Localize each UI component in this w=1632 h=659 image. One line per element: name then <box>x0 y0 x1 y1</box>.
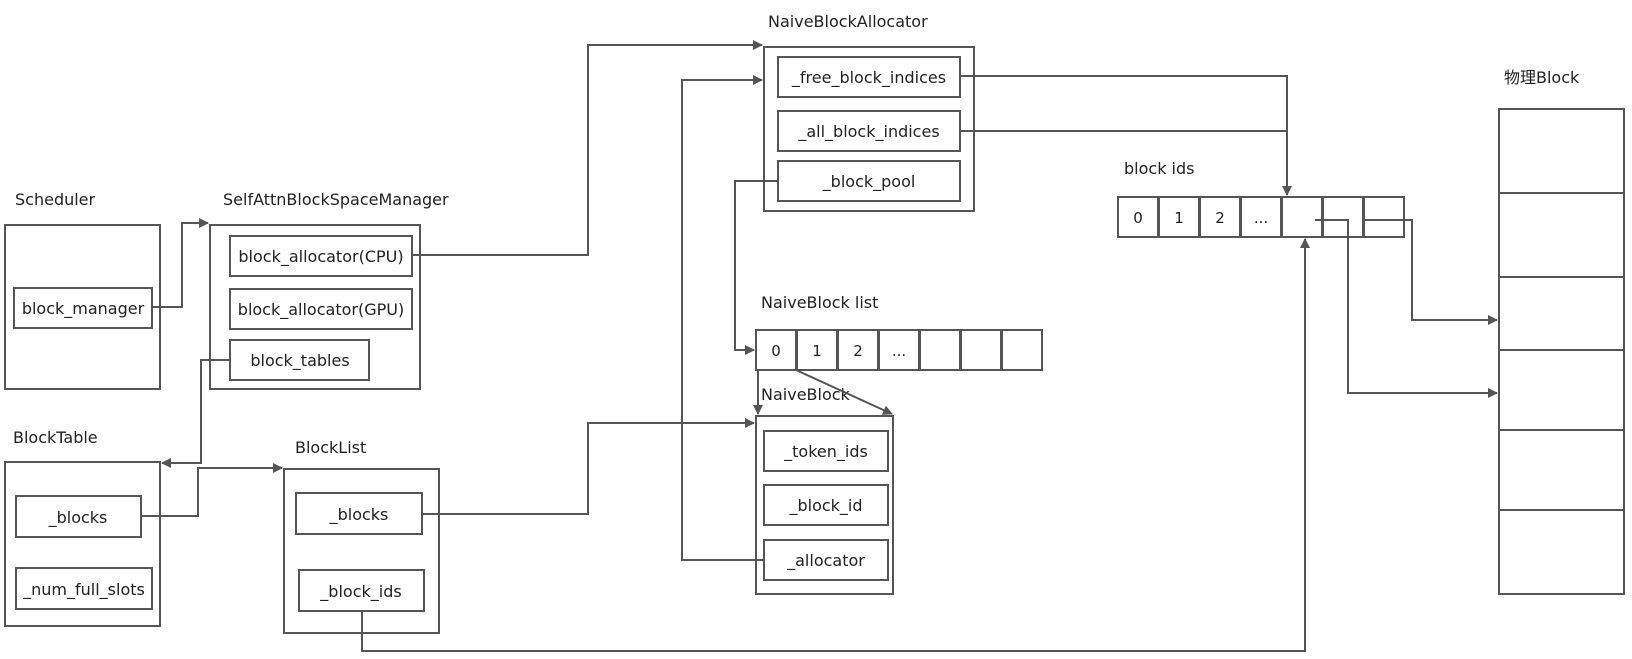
connector-nb-allocator <box>681 75 764 561</box>
connector-list-to-block-b <box>795 369 893 415</box>
connector-bt-blocks <box>141 463 283 517</box>
bl-block-ids-field <box>298 569 425 612</box>
num-full-slots-label: _num_full_slots <box>22 580 145 600</box>
block-tables-label: block_tables <box>250 351 349 371</box>
connector-bl-blocks <box>422 418 755 515</box>
connector-manager <box>152 218 209 308</box>
block-ids-row: 0 1 2 ... <box>1117 196 1405 238</box>
nbl-cell-label: 2 <box>853 342 863 360</box>
nbl-cell <box>878 329 920 371</box>
bid-cell-label: ... <box>1254 209 1268 227</box>
bid-cell <box>1117 196 1159 238</box>
block-id-field <box>763 484 889 526</box>
bid-cell <box>1240 196 1282 238</box>
naive-block-list-title: NaiveBlock list <box>761 293 878 312</box>
nbl-cell <box>755 329 797 371</box>
nbl-cell-label: 1 <box>812 342 822 360</box>
token-ids-field <box>763 430 889 472</box>
bid-cell-label: 1 <box>1174 209 1184 227</box>
connector-id-to-physical-a <box>1315 219 1498 398</box>
nbl-cell <box>960 329 1002 371</box>
connector-cpu-allocator <box>412 40 763 256</box>
connector-block-pool <box>734 180 778 355</box>
all-block-indices-label: _all_block_indices <box>797 122 939 142</box>
block-manager-field <box>13 287 153 329</box>
free-block-indices-label: _free_block_indices <box>791 68 946 88</box>
nbl-cell <box>1001 329 1043 371</box>
free-block-indices-field <box>777 56 961 98</box>
block-ids-title: block ids <box>1124 159 1194 178</box>
block-list-title: BlockList <box>295 438 366 457</box>
bid-cell <box>1281 196 1323 238</box>
manager-title: SelfAttnBlockSpaceManager <box>223 190 449 209</box>
bl-blocks-label: _blocks <box>329 505 389 525</box>
bid-cell-label: 2 <box>1215 209 1225 227</box>
block-pool-label: _block_pool <box>822 172 916 192</box>
bid-cell <box>1199 196 1241 238</box>
block-manager-label: block_manager <box>22 299 145 319</box>
alloc-gpu-field <box>229 288 413 330</box>
bt-blocks-label: _blocks <box>48 508 108 528</box>
nbl-cell-label: ... <box>892 342 906 360</box>
block-id-label: _block_id <box>788 496 862 516</box>
bid-cell-label: 0 <box>1133 209 1143 227</box>
num-full-slots-field <box>15 567 153 610</box>
connector-bl-block-ids <box>361 238 1310 652</box>
connector-free-indices <box>960 75 1292 196</box>
allocator-title: NaiveBlockAllocator <box>768 12 928 31</box>
nbl-cell <box>837 329 879 371</box>
connector-block-tables <box>161 359 230 468</box>
alloc-gpu-label: block_allocator(GPU) <box>238 300 404 320</box>
block-table-title: BlockTable <box>13 428 98 447</box>
token-ids-label: _token_ids <box>783 442 868 462</box>
nb-allocator-label: _allocator <box>786 551 865 571</box>
physical-block-frame <box>1498 108 1625 595</box>
alloc-cpu-label: block_allocator(CPU) <box>238 247 403 267</box>
bl-block-ids-label: _block_ids <box>319 582 401 602</box>
connector-list-to-block-a <box>753 369 776 415</box>
bid-cell <box>1322 196 1364 238</box>
scheduler-title: Scheduler <box>15 190 96 209</box>
nbl-cell <box>919 329 961 371</box>
bt-blocks-field <box>15 495 142 538</box>
naive-block-title: NaiveBlock <box>761 385 851 404</box>
bid-cell <box>1363 196 1405 238</box>
nbl-cell-label: 0 <box>771 342 781 360</box>
physical-block-title: 物理Block <box>1504 68 1580 87</box>
physical-block-column <box>1498 108 1625 595</box>
naive-block-list-row: 0 1 2 ... <box>755 329 1043 371</box>
connector-id-to-physical-b <box>1363 219 1498 325</box>
